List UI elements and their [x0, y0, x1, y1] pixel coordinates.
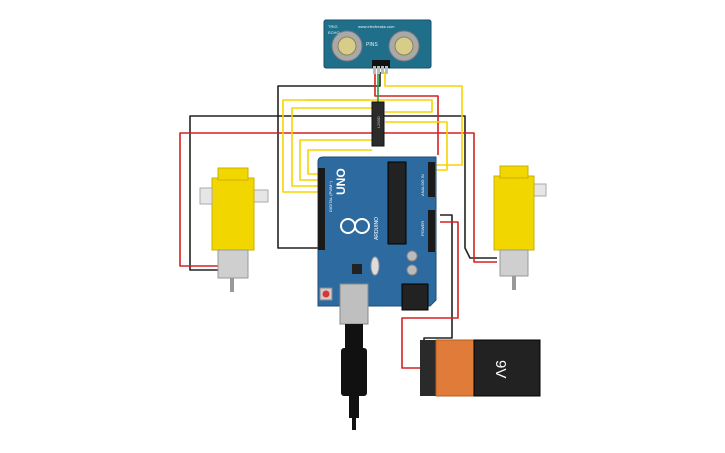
wire-red-left-motor: [179, 132, 497, 267]
wire-black-sensor-gnd: [277, 72, 381, 249]
wire-yellow-4: [305, 99, 433, 113]
sensor-line1-text: TRIG: [328, 24, 338, 29]
wire-red-sensor-vcc: [374, 72, 439, 155]
right-dc-motor[interactable]: [493, 165, 547, 290]
wire-yellow-6: [307, 149, 372, 175]
wire-yellow-7: [385, 121, 448, 171]
battery-9v[interactable]: 9V: [420, 339, 541, 397]
battery-label: 9V: [492, 360, 509, 378]
wire-red-battery: [401, 221, 459, 369]
microcontroller-chip: [387, 161, 407, 245]
usb-cable: [341, 324, 367, 430]
sensor-line2-text: ECHO: [328, 30, 340, 35]
wire-yellow-5: [299, 139, 372, 181]
motor-driver-label: L293D: [376, 116, 381, 128]
arduino-logo: [340, 218, 370, 234]
wire-black-gnd-left: [189, 115, 497, 271]
analog-header: [428, 162, 435, 197]
ultrasonic-sensor[interactable]: www.elecfreaks.com TRIG ECHO PINS: [323, 19, 432, 74]
wire-yellow-1: [384, 72, 463, 166]
arduino-model-text: UNO: [334, 168, 348, 195]
usb-port: [339, 283, 369, 325]
arduino-analog-label: ANALOG IN: [420, 174, 425, 196]
wire-yellow-3: [291, 107, 372, 187]
sensor-brand-text: www.elecfreaks.com: [358, 24, 395, 29]
arduino-brand-text: ARDUINO: [374, 217, 380, 240]
arduino-digital-label: DIGITAL (PWM~): [328, 180, 333, 212]
battery-cap: [420, 340, 436, 396]
power-header: [428, 210, 435, 252]
left-dc-motor[interactable]: [199, 167, 269, 292]
arduino-uno-board[interactable]: UNO ARDUINO DIGITAL (PWM~) ANALOG IN POW…: [317, 156, 437, 325]
arduino-power-label: POWER: [420, 221, 425, 236]
sensor-pins-text: PINS: [366, 42, 378, 48]
wires: [179, 72, 497, 369]
motor-driver-chip[interactable]: L293D: [371, 101, 385, 147]
digital-header: [318, 168, 325, 250]
power-jack: [401, 283, 429, 311]
